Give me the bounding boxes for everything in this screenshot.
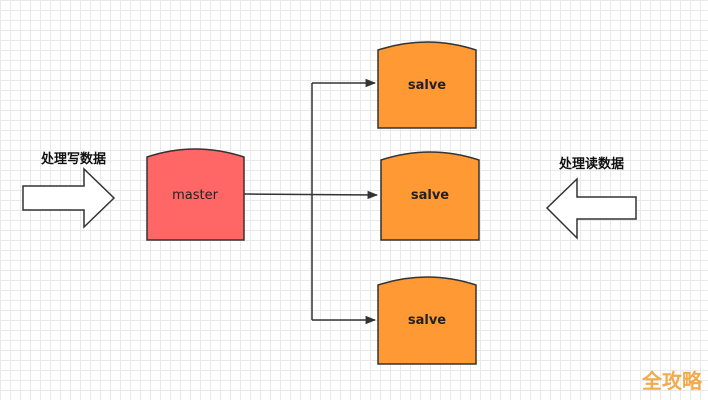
read-direction-arrow (545, 177, 637, 240)
slave-node-middle[interactable]: salve (380, 151, 480, 241)
read-data-label: 处理读数据 (559, 157, 625, 172)
master-node[interactable]: master (146, 148, 245, 241)
write-data-label: 处理写数据 (41, 152, 107, 167)
slave-node-top[interactable]: salve (377, 41, 477, 129)
slave-node-middle-label: salve (411, 188, 449, 203)
connectors (243, 78, 379, 325)
write-direction-arrow (22, 167, 116, 229)
watermark-logo: 全攻略 (642, 369, 702, 393)
master-node-label: master (172, 188, 218, 203)
master-to-middle-slave-arrow (243, 190, 379, 200)
slave-node-top-label: salve (408, 78, 446, 93)
slave-node-bottom-label: salve (408, 313, 446, 328)
slave-node-bottom[interactable]: salve (377, 276, 477, 365)
